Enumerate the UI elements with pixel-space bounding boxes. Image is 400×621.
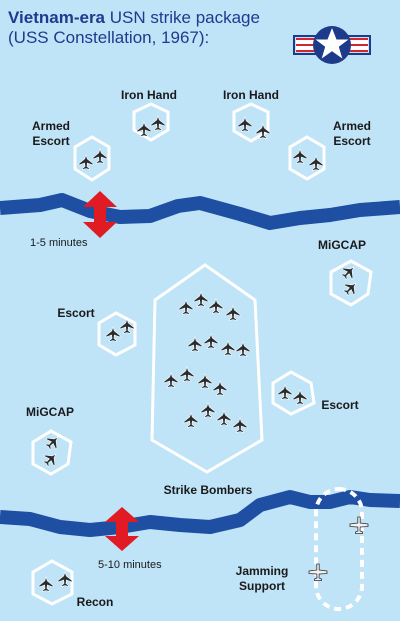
label-iron-hand-right: Iron Hand	[223, 88, 279, 102]
lower-coastline	[0, 490, 400, 537]
jet-aircraft-icon	[178, 299, 194, 315]
hexagon-armed-escort-right	[288, 135, 326, 181]
strike-bomber-formation-hexagon	[150, 263, 264, 474]
jet-aircraft-icon	[277, 384, 293, 400]
propeller-aircraft-icon	[308, 563, 328, 581]
hexagon-armed-escort-left	[73, 135, 111, 182]
jet-aircraft-icon	[57, 571, 73, 587]
label-strike-bombers: Strike Bombers	[163, 483, 253, 497]
jet-aircraft-icon	[179, 366, 195, 382]
label-time-lower: 5-10 minutes	[98, 559, 162, 571]
diagram-title: Vietnam-era USN strike package (USS Cons…	[8, 8, 260, 48]
hexagon-migcap-left	[31, 429, 73, 476]
jet-aircraft-icon	[342, 282, 357, 297]
usn-roundel-icon	[293, 26, 371, 64]
jet-aircraft-icon	[255, 123, 271, 139]
label-migcap-right: MiGCAP	[318, 238, 366, 252]
hexagon-recon	[31, 559, 74, 606]
jet-aircraft-icon	[292, 148, 308, 164]
label-armed-escort-left-line1: Armed	[31, 119, 70, 133]
jet-aircraft-icon	[136, 121, 152, 137]
label-escort-left: Escort	[57, 306, 95, 320]
jet-aircraft-icon	[38, 576, 54, 592]
label-jamming-support-line2: Support	[239, 579, 285, 593]
jet-aircraft-icon	[203, 333, 219, 349]
jet-aircraft-icon	[237, 116, 253, 132]
jet-aircraft-icon	[187, 336, 203, 352]
label-armed-escort-left: Armed Escort	[24, 119, 78, 149]
jet-aircraft-icon	[308, 155, 324, 171]
aircraft-layer	[38, 115, 369, 592]
hexagon-migcap-right	[329, 259, 373, 307]
jet-aircraft-icon	[292, 389, 308, 405]
jet-aircraft-icon	[197, 373, 213, 389]
label-armed-escort-left-line2: Escort	[32, 134, 70, 148]
jet-aircraft-icon	[105, 326, 121, 342]
jet-aircraft-icon	[235, 341, 251, 357]
upper-coastline	[0, 193, 400, 230]
title-rest: USN strike package	[105, 8, 260, 27]
jet-aircraft-icon	[225, 305, 241, 321]
jet-aircraft-icon	[92, 148, 108, 164]
jet-aircraft-icon	[208, 298, 224, 314]
jet-aircraft-icon	[42, 453, 57, 468]
label-jamming-support: Jamming Support	[232, 564, 292, 594]
jet-aircraft-icon	[220, 340, 236, 356]
hexagon-escort-right	[271, 370, 316, 416]
jet-aircraft-icon	[340, 266, 355, 281]
hexagon-escort-left	[97, 311, 137, 357]
jet-aircraft-icon	[150, 115, 166, 131]
label-migcap-left: MiGCAP	[26, 405, 74, 419]
label-iron-hand-left: Iron Hand	[121, 88, 177, 102]
label-armed-escort-right-line1: Armed	[332, 119, 371, 133]
title-subtitle: (USS Constellation, 1967):	[8, 28, 210, 47]
title-bold: Vietnam-era	[8, 8, 106, 27]
label-escort-right: Escort	[321, 398, 359, 412]
propeller-aircraft-icon	[349, 516, 369, 534]
jet-aircraft-icon	[183, 412, 199, 428]
label-armed-escort-right: Armed Escort	[325, 119, 379, 149]
jet-aircraft-icon	[119, 318, 135, 334]
label-armed-escort-right-line2: Escort	[333, 134, 371, 148]
jet-aircraft-icon	[44, 436, 59, 451]
time-arrow-lower	[105, 507, 139, 551]
time-arrow-upper	[83, 191, 117, 238]
jet-aircraft-icon	[232, 417, 248, 433]
jet-aircraft-icon	[193, 291, 209, 307]
label-jamming-support-line1: Jamming	[235, 564, 289, 578]
label-time-upper: 1-5 minutes	[30, 237, 88, 249]
jet-aircraft-icon	[200, 402, 216, 418]
jet-aircraft-icon	[216, 410, 232, 426]
jet-aircraft-icon	[163, 372, 179, 388]
jamming-orbit-racetrack	[314, 487, 364, 611]
hexagon-iron-hand-left	[132, 102, 170, 142]
jet-aircraft-icon	[212, 380, 228, 396]
jet-aircraft-icon	[78, 154, 94, 170]
label-recon: Recon	[76, 595, 114, 609]
